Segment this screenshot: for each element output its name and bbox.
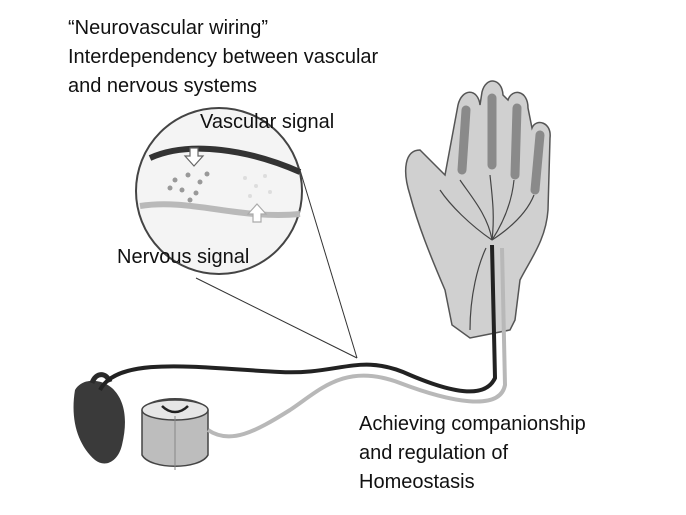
spinal-cord-illustration bbox=[141, 398, 209, 470]
title-line-2: Interdependency between vascular bbox=[68, 46, 379, 68]
vascular-signal-label: Vascular signal bbox=[200, 111, 335, 133]
title-line-1: “Neurovascular wiring” bbox=[68, 17, 269, 39]
outcome-line-3: Homeostasis bbox=[359, 471, 475, 493]
nerve-path bbox=[206, 247, 508, 439]
zoom-cone-lines bbox=[195, 169, 358, 359]
up-arrow-icon bbox=[246, 203, 268, 223]
diagram-title: “Neurovascular wiring” Interdependency b… bbox=[68, 14, 378, 101]
down-arrow-icon bbox=[183, 147, 205, 167]
hand-illustration bbox=[404, 80, 551, 339]
outcome-text: Achieving companionship and regulation o… bbox=[359, 410, 586, 497]
outcome-line-2: and regulation of bbox=[359, 442, 509, 464]
vascular-signal-dots bbox=[167, 171, 210, 203]
outcome-line-1: Achieving companionship bbox=[359, 413, 586, 435]
nervous-signal-dots bbox=[243, 174, 272, 198]
nervous-signal-label: Nervous signal bbox=[117, 246, 250, 268]
blood-vessel-path bbox=[98, 244, 498, 394]
magnified-vessel-nerve-circle bbox=[135, 107, 303, 275]
title-line-3: and nervous systems bbox=[68, 75, 257, 97]
